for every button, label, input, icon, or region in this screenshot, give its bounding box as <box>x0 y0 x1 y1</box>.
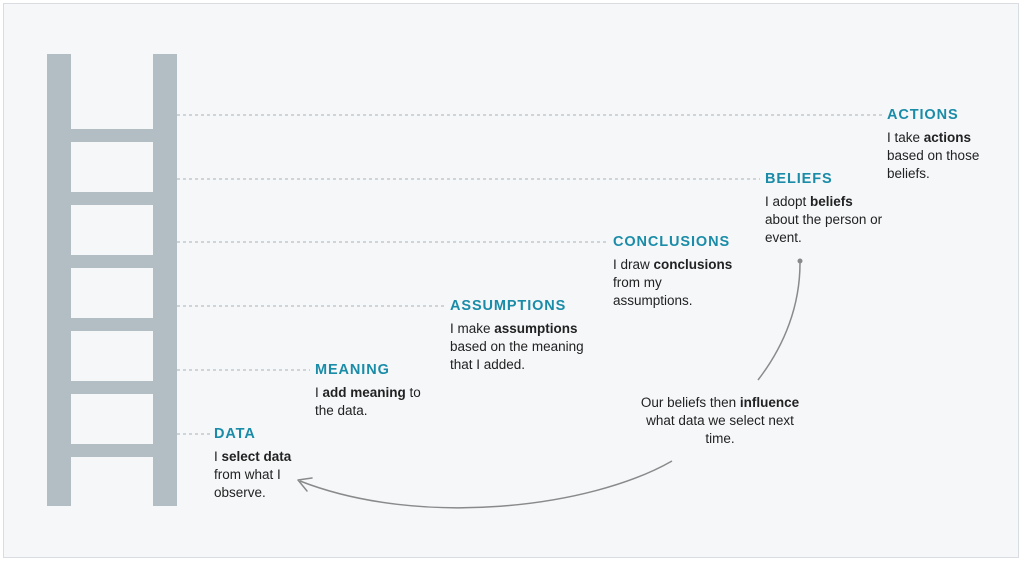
ladder-icon <box>47 54 177 506</box>
ladder-rail-right <box>153 54 177 506</box>
arrowhead-icon <box>297 477 313 492</box>
step-description: I select data from what I observe. <box>214 449 292 500</box>
step-description: I add meaning to the data. <box>315 385 421 418</box>
ladder-rung <box>60 192 164 205</box>
ladder-rung <box>60 318 164 331</box>
step-beliefs: BELIEFS I adopt beliefs about the person… <box>765 170 895 247</box>
step-title: DATA <box>214 426 256 442</box>
step-meaning: MEANING I add meaning to the data. <box>315 361 475 420</box>
ladder-rung <box>60 255 164 268</box>
feedback-arrow-upper <box>757 262 801 381</box>
ladder-rung <box>60 129 164 142</box>
feedback-arrow-dot <box>797 258 803 264</box>
step-title: ACTIONS <box>887 107 959 123</box>
step-description: I make assumptions based on the meaning … <box>450 321 584 372</box>
feedback-arrow-lower <box>299 460 673 509</box>
step-actions: ACTIONS I take actions based on those be… <box>887 106 1012 183</box>
ladder-rail-left <box>47 54 71 506</box>
step-title: CONCLUSIONS <box>613 234 731 250</box>
feedback-note: Our beliefs then influence what data we … <box>640 395 800 446</box>
step-title: MEANING <box>315 362 390 378</box>
step-assumptions: ASSUMPTIONS I make assumptions based on … <box>450 297 610 374</box>
step-title: ASSUMPTIONS <box>450 298 567 314</box>
step-description: I adopt beliefs about the person or even… <box>765 194 883 245</box>
step-description: I take actions based on those beliefs. <box>887 130 980 181</box>
ladder-rung <box>60 444 164 457</box>
step-title: BELIEFS <box>765 171 833 187</box>
step-data: DATA I select data from what I observe. <box>214 425 364 502</box>
step-description: I draw conclusions from my assumptions. <box>613 257 733 308</box>
ladder-rung <box>60 381 164 394</box>
step-conclusions: CONCLUSIONS I draw conclusions from my a… <box>613 233 763 310</box>
